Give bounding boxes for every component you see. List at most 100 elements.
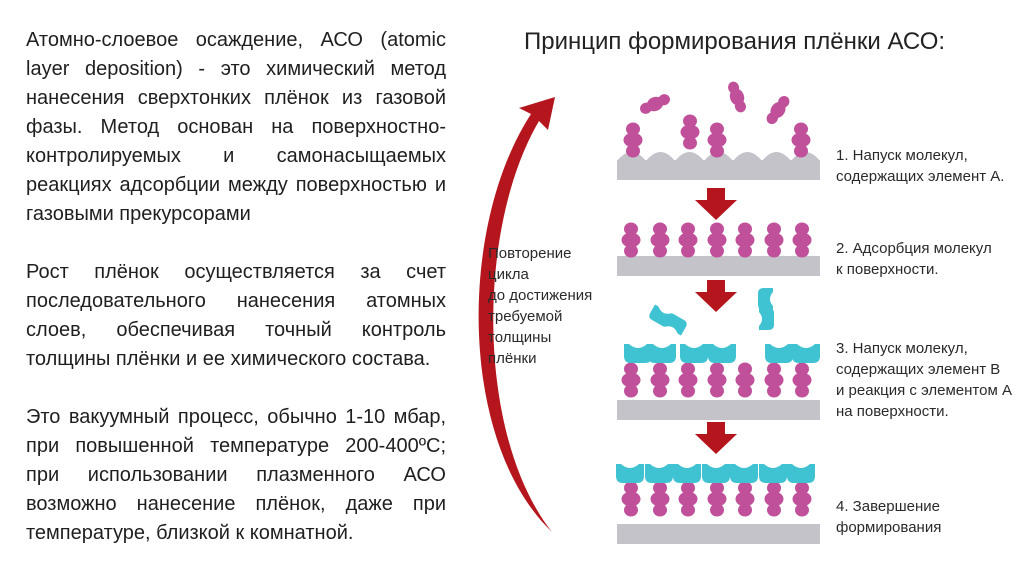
molecule-a — [650, 481, 670, 517]
free-molecule-a — [766, 95, 790, 125]
atom-a — [767, 222, 781, 236]
atom-b — [616, 464, 644, 483]
atom-a — [681, 384, 695, 398]
molecule-a — [735, 362, 755, 398]
molecule-b — [787, 464, 815, 483]
step-2-label: 2. Адсорбция молекул к поверхности. — [836, 238, 992, 280]
substrate-base — [617, 524, 820, 544]
atom-a — [681, 244, 695, 258]
atom-a — [681, 503, 695, 517]
atom-a — [653, 481, 667, 495]
atom-a — [738, 503, 752, 517]
molecule-a — [680, 114, 700, 150]
atom-a — [624, 481, 638, 495]
repeat-label-line: плёнки — [488, 350, 537, 367]
atom-a — [626, 122, 640, 136]
molecule-a — [707, 481, 727, 517]
atom-a — [767, 384, 781, 398]
molecule-b — [759, 464, 787, 483]
molecule-b — [680, 344, 708, 363]
free-molecule-a — [728, 81, 746, 113]
atom-b — [765, 344, 793, 363]
repeat-cycle-label: Повторение цикла до достижения требуемой… — [488, 243, 618, 369]
atom-a — [764, 491, 784, 507]
atom-a — [735, 372, 755, 388]
atom-a — [678, 491, 698, 507]
atom-a — [795, 481, 809, 495]
repeat-cycle-arrow — [478, 97, 555, 532]
step-label-line: содержащих элемент А. — [836, 168, 1005, 185]
molecule-a — [707, 222, 727, 258]
atom-a — [795, 384, 809, 398]
atom-a — [653, 362, 667, 376]
atom-b — [787, 464, 815, 483]
free-molecule-b — [758, 288, 774, 330]
molecule-a — [764, 481, 784, 517]
atom-a — [624, 362, 638, 376]
atom-a — [710, 481, 724, 495]
atom-b — [708, 344, 736, 363]
molecule-a — [764, 222, 784, 258]
atom-a — [738, 384, 752, 398]
substrate-base — [617, 160, 820, 180]
substrate-bump — [646, 152, 675, 161]
process-arrow — [695, 188, 737, 220]
atom-a — [791, 132, 811, 148]
atom-a — [767, 244, 781, 258]
atom-a — [681, 222, 695, 236]
repeat-label-line: цикла — [488, 266, 529, 283]
atom-a — [683, 136, 697, 150]
process-arrow — [695, 280, 737, 312]
atom-b — [792, 344, 820, 363]
step-4-label: 4. Завершение формирования — [836, 496, 941, 538]
intro-paragraph-2: Рост плёнок осуществляется за счет после… — [26, 261, 446, 370]
atom-a — [792, 372, 812, 388]
atom-a — [653, 244, 667, 258]
atom-a — [624, 244, 638, 258]
molecule-a — [621, 362, 641, 398]
molecule-a — [792, 222, 812, 258]
molecule-a — [764, 362, 784, 398]
molecule-b — [616, 464, 644, 483]
atom-a — [710, 503, 724, 517]
atom-a — [767, 481, 781, 495]
substrate-bump — [675, 152, 704, 161]
molecule-a — [621, 481, 641, 517]
substrate-bump — [762, 152, 791, 161]
step-1-label: 1. Напуск молекул, содержащих элемент А. — [836, 145, 1004, 187]
atom-b — [759, 308, 774, 330]
atom-a — [735, 232, 755, 248]
atom-a — [680, 124, 700, 140]
diagram-title: Принцип формирования плёнки АСО: — [524, 28, 946, 55]
atom-a — [778, 95, 790, 108]
molecule-a — [678, 481, 698, 517]
step-label-line: к поверхности. — [836, 261, 939, 278]
atom-a — [710, 122, 724, 136]
atom-a — [678, 232, 698, 248]
molecule-a — [792, 362, 812, 398]
molecule-b — [730, 464, 758, 483]
atom-a — [764, 232, 784, 248]
molecule-a — [623, 122, 643, 158]
molecule-a — [678, 362, 698, 398]
molecule-b — [702, 464, 730, 483]
atom-b — [702, 464, 730, 483]
atom-a — [738, 244, 752, 258]
atom-a — [710, 144, 724, 158]
atom-a — [792, 491, 812, 507]
atom-a — [795, 244, 809, 258]
molecule-b — [624, 344, 652, 363]
atom-a — [658, 94, 670, 106]
atom-b — [673, 464, 701, 483]
step-label-line: 2. Адсорбция молекул — [836, 240, 992, 257]
atom-a — [792, 232, 812, 248]
atom-a — [764, 372, 784, 388]
atom-a — [734, 100, 746, 113]
molecule-b — [708, 344, 736, 363]
substrate-bump — [733, 152, 762, 161]
atom-b — [730, 464, 758, 483]
atom-a — [650, 372, 670, 388]
molecule-a — [735, 481, 755, 517]
atom-a — [707, 372, 727, 388]
